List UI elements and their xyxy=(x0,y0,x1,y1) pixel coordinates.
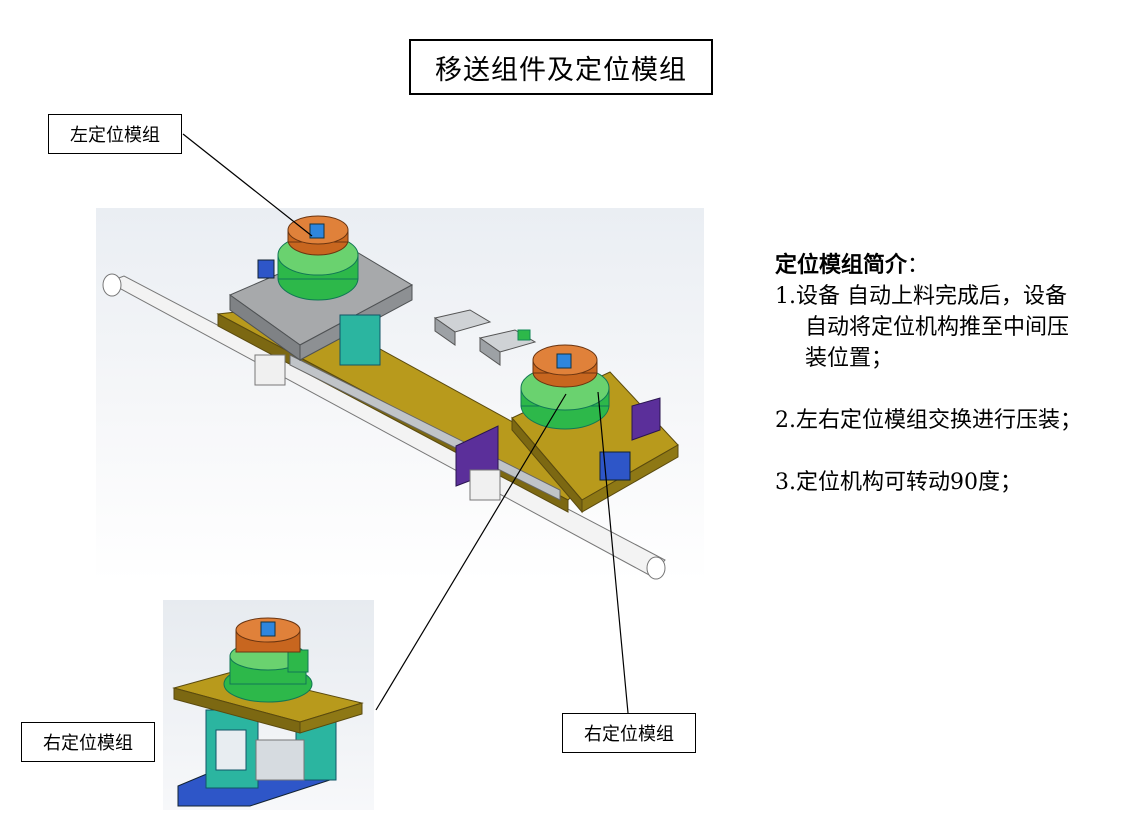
left-positioning-module xyxy=(228,215,414,366)
linear-guide-blocks xyxy=(433,309,537,366)
intro-heading-text: 定位模组简介 xyxy=(775,252,908,278)
right-positioning-module xyxy=(254,344,679,514)
intro-item-1-line-3: 装位置； xyxy=(805,346,894,371)
callout-right-positioning-module: 右定位模组 xyxy=(562,713,696,753)
intro-item-2: 2.左右定位模组交换进行压装； xyxy=(775,405,1135,436)
right-module-detail-illustration xyxy=(172,617,364,807)
intro-item-1: 1.设备 自动上料完成后，设备 自动将定位机构推至中间压 装位置； xyxy=(775,281,1135,374)
intro-heading-colon: ： xyxy=(907,253,930,278)
intro-item-1-line-1: 1.设备 自动上料完成后，设备 xyxy=(775,284,1067,309)
intro-item-2-line-1: 2.左右定位模组交换进行压装； xyxy=(775,408,1082,433)
page-title: 移送组件及定位模组 xyxy=(409,39,713,95)
callout-right-module-detail: 右定位模组 xyxy=(21,722,155,762)
intro-item-1-line-2: 自动将定位机构推至中间压 xyxy=(805,315,1070,340)
module-introduction: 定位模组简介： 1.设备 自动上料完成后，设备 自动将定位机构推至中间压 装位置… xyxy=(775,250,1135,498)
intro-item-3: 3.定位机构可转动90度； xyxy=(775,467,1135,498)
intro-heading: 定位模组简介： xyxy=(775,250,1135,281)
intro-item-3-line-1: 3.定位机构可转动90度； xyxy=(775,470,1022,495)
callout-left-positioning-module: 左定位模组 xyxy=(48,114,182,154)
leader-lines xyxy=(182,133,629,714)
